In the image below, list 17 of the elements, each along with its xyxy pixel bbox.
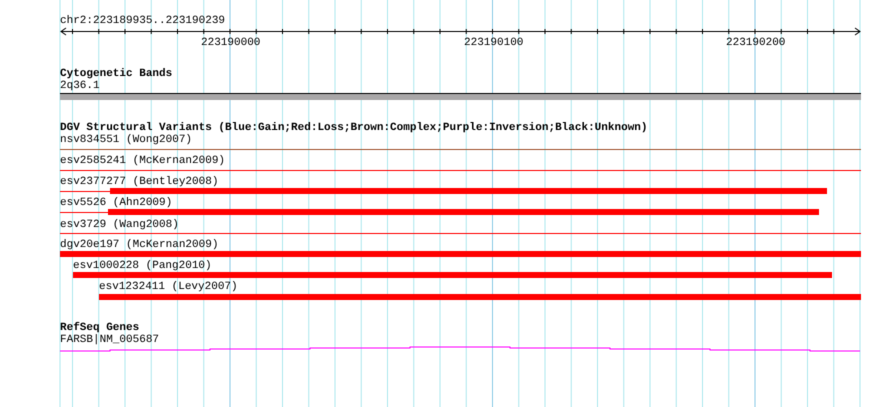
tick-label: 223190100 <box>464 37 524 49</box>
track-title: RefSeq Genes <box>60 322 140 334</box>
band-label: 2q36.1 <box>60 80 100 92</box>
variant-label: esv1000228 (Pang2010) <box>73 260 212 272</box>
variant-label: nsv834551 (Wong2007) <box>60 134 192 146</box>
tick-label: 223190200 <box>726 37 786 49</box>
variant-label: esv2377277 (Bentley2008) <box>60 176 218 188</box>
variant-label: esv2585241 (McKernan2009) <box>60 155 226 167</box>
variant-label: esv1232411 (Levy2007) <box>99 281 238 293</box>
coordinate-range-label: chr2:223189935..223190239 <box>60 15 226 27</box>
tick-label: 223190000 <box>201 37 260 49</box>
gene-label: FARSB|NM_005687 <box>60 334 160 346</box>
track-title: DGV Structural Variants (Blue:Gain;Red:Loss;Brown:Complex;Purple:Inversion;Black:Unknown) <box>60 122 648 134</box>
variant-label: esv5526 (Ahn2009) <box>60 197 172 209</box>
variant-label: dgv20e197 (McKernan2009) <box>60 239 218 251</box>
variant-label: esv3729 (Wang2008) <box>60 219 179 231</box>
track-title: Cytogenetic Bands <box>60 68 172 80</box>
